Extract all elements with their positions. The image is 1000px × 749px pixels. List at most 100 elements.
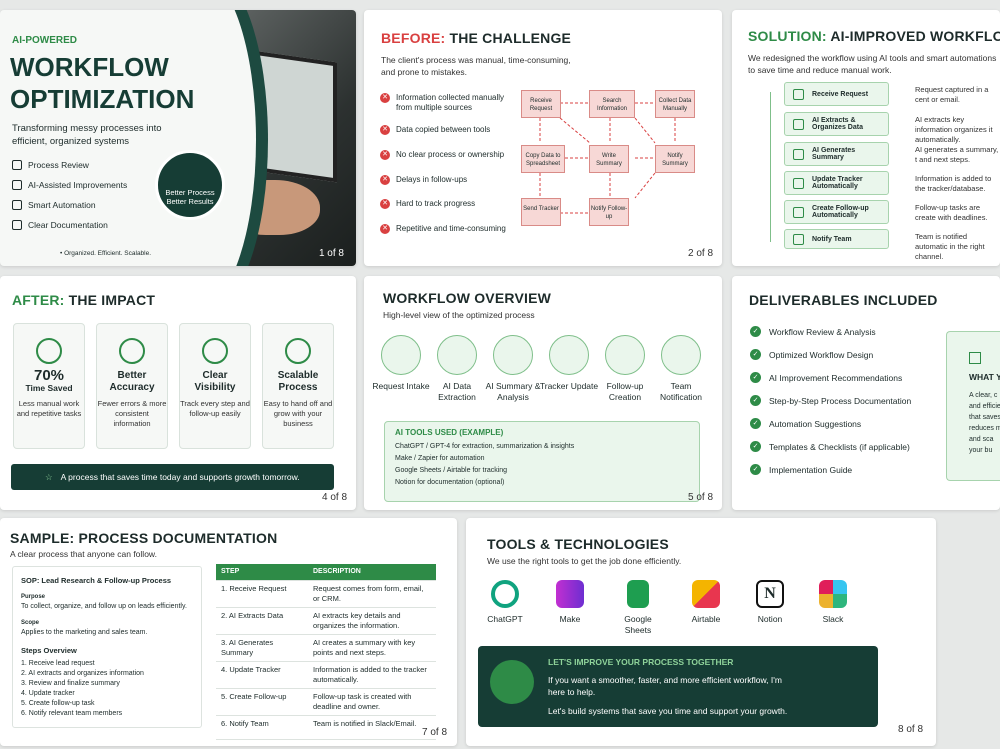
chart-icon	[202, 338, 228, 364]
step-icon	[493, 335, 533, 375]
tool-slack: Slack	[807, 580, 859, 625]
problem-item: ✕No clear process or ownership	[380, 150, 510, 160]
airtable-icon	[692, 580, 720, 608]
clock-icon	[36, 338, 62, 364]
slide-title: TOOLS & TECHNOLOGIES	[487, 536, 669, 552]
gift-icon	[969, 352, 981, 364]
feature-item: Process Review	[12, 160, 89, 170]
deliverable-item: ✓AI Improvement Recommendations	[750, 372, 902, 383]
x-icon: ✕	[380, 93, 390, 103]
problem-item: ✕Delays in follow-ups	[380, 175, 510, 185]
slide-desc: We redesigned the workflow using AI tool…	[748, 53, 997, 75]
page-number: 5 of 8	[688, 492, 714, 503]
slide-desc: High-level view of the optimized process	[383, 310, 535, 320]
deliverable-item: ✓Step-by-Step Process Documentation	[750, 395, 911, 406]
slide-desc: We use the right tools to get the job do…	[487, 556, 682, 566]
step-note: AI generates a summary, t and next steps…	[915, 145, 999, 164]
flow-node: Receive Request	[521, 90, 561, 118]
make-icon	[556, 580, 584, 608]
people-icon	[285, 338, 311, 364]
slide-desc: A clear process that anyone can follow.	[10, 549, 157, 559]
tool-chatgpt: ChatGPT	[479, 580, 531, 625]
deliverable-item: ✓Automation Suggestions	[750, 418, 861, 429]
flow-node: Collect Data Manually	[655, 90, 695, 118]
calendar-icon	[793, 206, 804, 218]
side-card: WHAT Y A clear, c and efficie that saves…	[946, 331, 1000, 481]
slide-title[interactable]: AI-POWERED WORKFLOW OPTIMIZATION Transfo…	[0, 10, 356, 266]
step-label: AI Summary & Analysis	[485, 381, 541, 402]
step-icon	[381, 335, 421, 375]
title-line-2: OPTIMIZATION	[10, 84, 195, 114]
flow-node: Search Information	[589, 90, 635, 118]
x-icon: ✕	[380, 150, 390, 160]
team-icon	[793, 233, 804, 245]
step-icon	[437, 335, 477, 375]
tool-airtable: Airtable	[680, 580, 732, 625]
messy-flow-diagram	[539, 102, 676, 214]
solution-step: Receive Request	[784, 82, 889, 106]
summary-icon	[793, 148, 804, 160]
step-icon	[605, 335, 645, 375]
problem-item: ✕Data copied between tools	[380, 125, 510, 135]
feature-item: AI-Assisted Improvements	[12, 180, 127, 190]
solution-step: Create Follow-up Automatically	[784, 200, 889, 224]
solution-step: AI Generates Summary	[784, 142, 889, 166]
slide-title: AFTER: THE IMPACT	[12, 292, 156, 308]
sheets-icon	[627, 580, 649, 608]
check-icon: ✓	[750, 441, 761, 452]
slide-title: DELIVERABLES INCLUDED	[749, 292, 938, 308]
inbox-icon	[793, 88, 804, 100]
slack-icon	[819, 580, 847, 608]
step-label: Tracker Update	[539, 381, 599, 391]
solution-step: AI Extracts & Organizes Data	[784, 112, 889, 136]
x-icon: ✕	[380, 175, 390, 185]
impact-banner: ☆A process that saves time today and sup…	[11, 464, 334, 490]
step-icon	[549, 335, 589, 375]
page-number: 2 of 8	[688, 248, 714, 259]
title-line-1: WORKFLOW	[10, 52, 169, 82]
check-icon: ✓	[750, 326, 761, 337]
robot-icon	[12, 200, 22, 210]
check-icon: ✓	[750, 395, 761, 406]
slide-title: SOLUTION: AI-IMPROVED WORKFLOW	[748, 28, 1000, 44]
deliverable-item: ✓Templates & Checklists (if applicable)	[750, 441, 910, 452]
x-icon: ✕	[380, 199, 390, 209]
problem-item: ✕Repetitive and time-consuming	[380, 224, 510, 234]
page-number: 7 of 8	[422, 727, 448, 738]
page-number: 8 of 8	[898, 724, 924, 735]
extract-icon	[793, 118, 804, 130]
step-note: Information is added to the tracker/data…	[915, 174, 992, 193]
step-note: Request captured in a cent or email.	[915, 85, 989, 104]
subtitle: Transforming messy processes into effici…	[12, 123, 162, 147]
x-icon: ✕	[380, 125, 390, 135]
problem-item: ✕Hard to track progress	[380, 199, 510, 209]
ai-tools-box: AI TOOLS USED (EXAMPLE) ChatGPT / GPT-4 …	[384, 421, 700, 502]
page-number: 1 of 8	[318, 248, 344, 259]
lightbulb-icon	[490, 660, 534, 704]
cta-banner[interactable]: LET'S IMPROVE YOUR PROCESS TOGETHER If y…	[478, 646, 878, 727]
feature-item: Smart Automation	[12, 200, 96, 210]
check-icon: ✓	[750, 349, 761, 360]
step-label: AI Data Extraction	[438, 381, 476, 402]
feature-item: Clear Documentation	[12, 220, 108, 230]
star-icon: ☆	[45, 471, 53, 482]
slide-title: SAMPLE: PROCESS DOCUMENTATION	[10, 530, 278, 546]
tool-make: Make	[544, 580, 596, 625]
solution-step: Update Tracker Automatically	[784, 171, 889, 195]
step-note: Follow-up tasks are create with deadline…	[915, 203, 988, 222]
tool-sheets: Google Sheets	[612, 580, 664, 636]
step-icon	[661, 335, 701, 375]
kicker: AI-POWERED	[12, 35, 77, 46]
